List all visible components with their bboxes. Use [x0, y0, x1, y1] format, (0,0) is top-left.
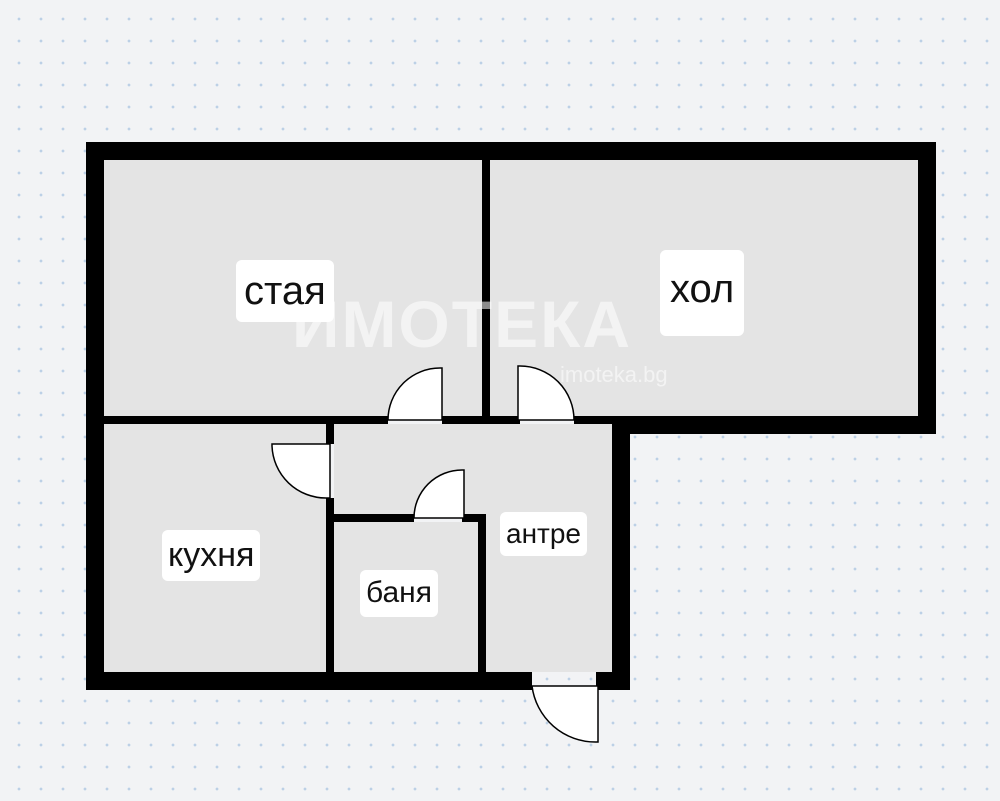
- room-label-banya: баня: [360, 570, 438, 617]
- room-label-hol: хол: [660, 250, 745, 336]
- door-banya: [413, 469, 465, 519]
- inner-walls: [104, 160, 612, 672]
- door-entrance: [531, 685, 599, 743]
- floor-corridor: [334, 424, 612, 514]
- door-kuhnya: [271, 443, 331, 499]
- door-hol: [517, 365, 575, 421]
- door-staya: [387, 367, 443, 421]
- room-label-antre: антре: [500, 512, 588, 557]
- room-label-kuhnya: кухня: [162, 530, 261, 582]
- room-label-staya: стая: [236, 260, 334, 322]
- outer-walls: [86, 142, 936, 690]
